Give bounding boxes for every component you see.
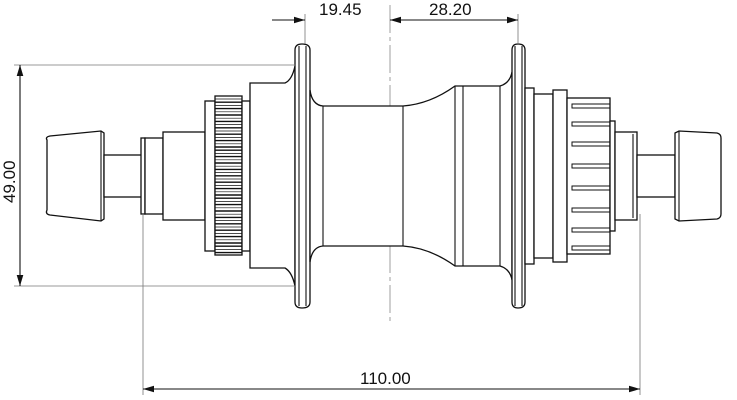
freehub-groove [571,103,611,109]
freehub-groove [571,245,611,251]
left-axle [103,154,143,198]
freehub-body [566,97,611,255]
dim-left-flange-offset: 19.45 [319,0,362,19]
dimension-left: 49.00 [0,64,296,287]
hub-body [45,43,722,309]
hub-shell [309,71,513,281]
left-flange [294,43,311,309]
dim-flange-diameter: 49.00 [0,160,19,203]
right-axle [636,154,676,198]
right-end-cap [674,130,722,222]
dimension-bottom: 110.00 [142,214,641,395]
right-flange [511,43,526,309]
left-end-cap [45,130,105,222]
dim-right-flange-offset: 28.20 [429,0,472,19]
dim-overall-width: 110.00 [360,369,411,388]
dimension-top: 19.45 28.20 [272,0,519,44]
